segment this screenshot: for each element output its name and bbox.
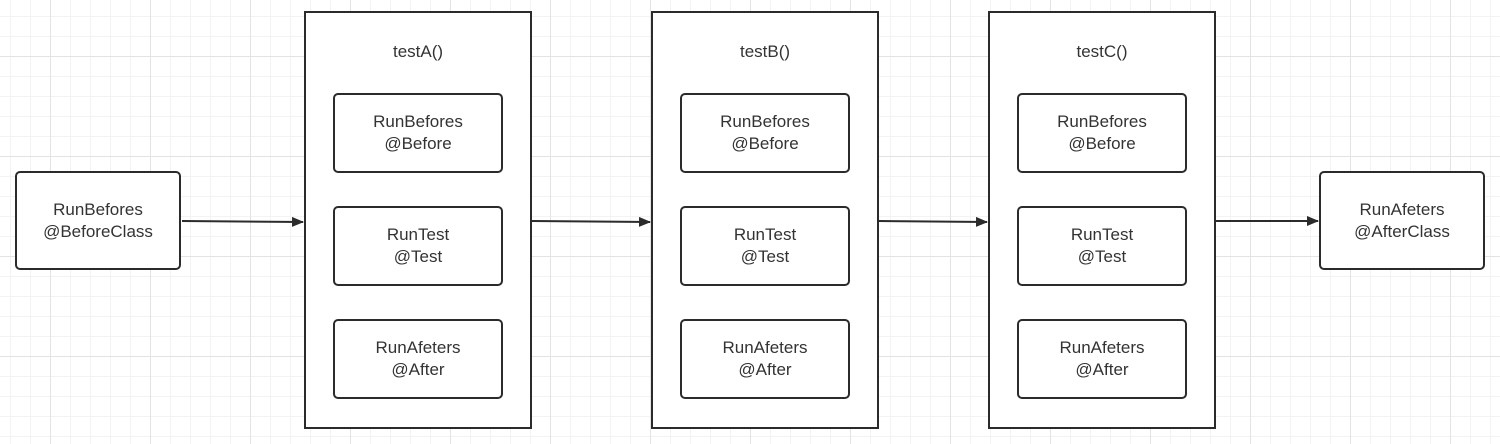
test-b-container: testB() RunBefores @Before RunTest @Test… <box>651 11 879 429</box>
step-line1: RunBefores <box>1057 112 1147 131</box>
test-c-before-step: RunBefores @Before <box>1017 93 1187 173</box>
step-line1: RunTest <box>1070 225 1134 244</box>
test-a-before-step: RunBefores @Before <box>333 93 503 173</box>
step-line2: @Before <box>1068 134 1136 153</box>
after-class-node-line1: RunAfeters <box>1359 199 1445 219</box>
step-line1: RunAfeters <box>1059 338 1145 357</box>
before-class-node-line2: @BeforeClass <box>43 221 153 241</box>
step-line1: RunBefores <box>373 112 463 131</box>
step-line2: @Before <box>731 134 799 153</box>
arrow-testA-to-testB <box>531 216 651 227</box>
step-line2: @Test <box>393 247 443 266</box>
step-line1: RunBefores <box>720 112 810 131</box>
before-class-node-line1: RunBefores <box>53 199 143 219</box>
arrow-start-to-testA <box>181 216 304 227</box>
test-a-title: testA() <box>392 42 444 61</box>
step-line1: RunAfeters <box>722 338 808 357</box>
test-b-after-step: RunAfeters @After <box>680 319 850 399</box>
step-line2: @Test <box>740 247 790 266</box>
step-line1: RunTest <box>733 225 797 244</box>
test-a-after-step: RunAfeters @After <box>333 319 503 399</box>
arrow-testB-to-testC <box>877 216 988 227</box>
step-line2: @Before <box>384 134 452 153</box>
step-line2: @Test <box>1077 247 1127 266</box>
test-a-container: testA() RunBefores @Before RunTest @Test… <box>304 11 532 429</box>
test-c-container: testC() RunBefores @Before RunTest @Test… <box>988 11 1216 429</box>
before-class-node: RunBefores @BeforeClass <box>15 171 181 270</box>
step-line2: @After <box>738 360 792 379</box>
after-class-node: RunAfeters @AfterClass <box>1319 171 1485 270</box>
step-line1: RunAfeters <box>375 338 461 357</box>
after-class-node-line2: @AfterClass <box>1354 221 1450 241</box>
step-line1: RunTest <box>386 225 450 244</box>
test-b-test-step: RunTest @Test <box>680 206 850 286</box>
step-line2: @After <box>391 360 445 379</box>
test-c-title: testC() <box>1076 42 1128 61</box>
test-b-before-step: RunBefores @Before <box>680 93 850 173</box>
test-c-test-step: RunTest @Test <box>1017 206 1187 286</box>
step-line2: @After <box>1075 360 1129 379</box>
test-c-after-step: RunAfeters @After <box>1017 319 1187 399</box>
test-a-test-step: RunTest @Test <box>333 206 503 286</box>
test-b-title: testB() <box>739 42 791 61</box>
